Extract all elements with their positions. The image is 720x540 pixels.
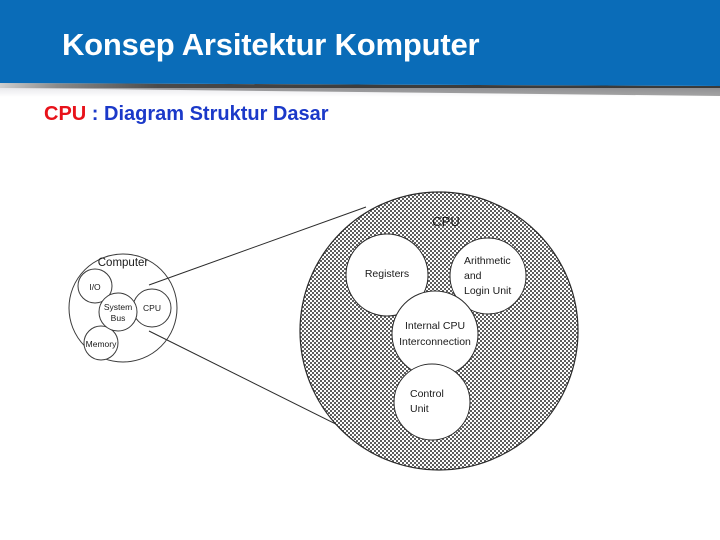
control-unit-label-line1: Control bbox=[410, 388, 444, 400]
internal-interconnection-label-line1: Internal CPU bbox=[405, 320, 465, 332]
subtitle: CPU : Diagram Struktur Dasar bbox=[44, 101, 329, 127]
registers-circle bbox=[345, 233, 429, 317]
subtitle-rest: : Diagram Struktur Dasar bbox=[86, 103, 329, 125]
system-bus-label-line1: System bbox=[104, 302, 132, 312]
header-fade bbox=[0, 88, 720, 97]
system-bus-circle bbox=[98, 292, 138, 332]
computer-outer-circle bbox=[68, 253, 178, 363]
cpu-big-title: CPU bbox=[432, 214, 459, 229]
control-unit-label-line2: Unit bbox=[410, 403, 429, 415]
connector-line-top bbox=[148, 206, 367, 286]
io-label: I/O bbox=[89, 282, 101, 292]
computer-label: Computer bbox=[98, 257, 149, 269]
computer-group bbox=[68, 253, 178, 363]
cpu-small-label: CPU bbox=[143, 303, 161, 313]
cpu-detail-group bbox=[299, 191, 579, 471]
memory-circle bbox=[83, 325, 119, 361]
io-circle bbox=[77, 268, 113, 304]
alu-label-line1: Arithmetic bbox=[464, 255, 511, 267]
registers-label: Registers bbox=[365, 268, 409, 280]
alu-label-line3: Login Unit bbox=[464, 285, 511, 297]
subtitle-accent: CPU bbox=[44, 103, 87, 125]
header-band: Konsep Arsitektur Komputer bbox=[0, 0, 720, 97]
control-unit-circle bbox=[393, 363, 471, 441]
internal-interconnection-label-line2: Interconnection bbox=[399, 336, 471, 348]
system-bus-label-line2: Bus bbox=[111, 313, 126, 323]
page-title: Konsep Arsitektur Komputer bbox=[62, 27, 480, 62]
alu-label-line2: and bbox=[464, 270, 482, 282]
alu-circle bbox=[449, 237, 527, 315]
memory-label: Memory bbox=[86, 339, 117, 349]
header-blue-band bbox=[0, 0, 720, 86]
